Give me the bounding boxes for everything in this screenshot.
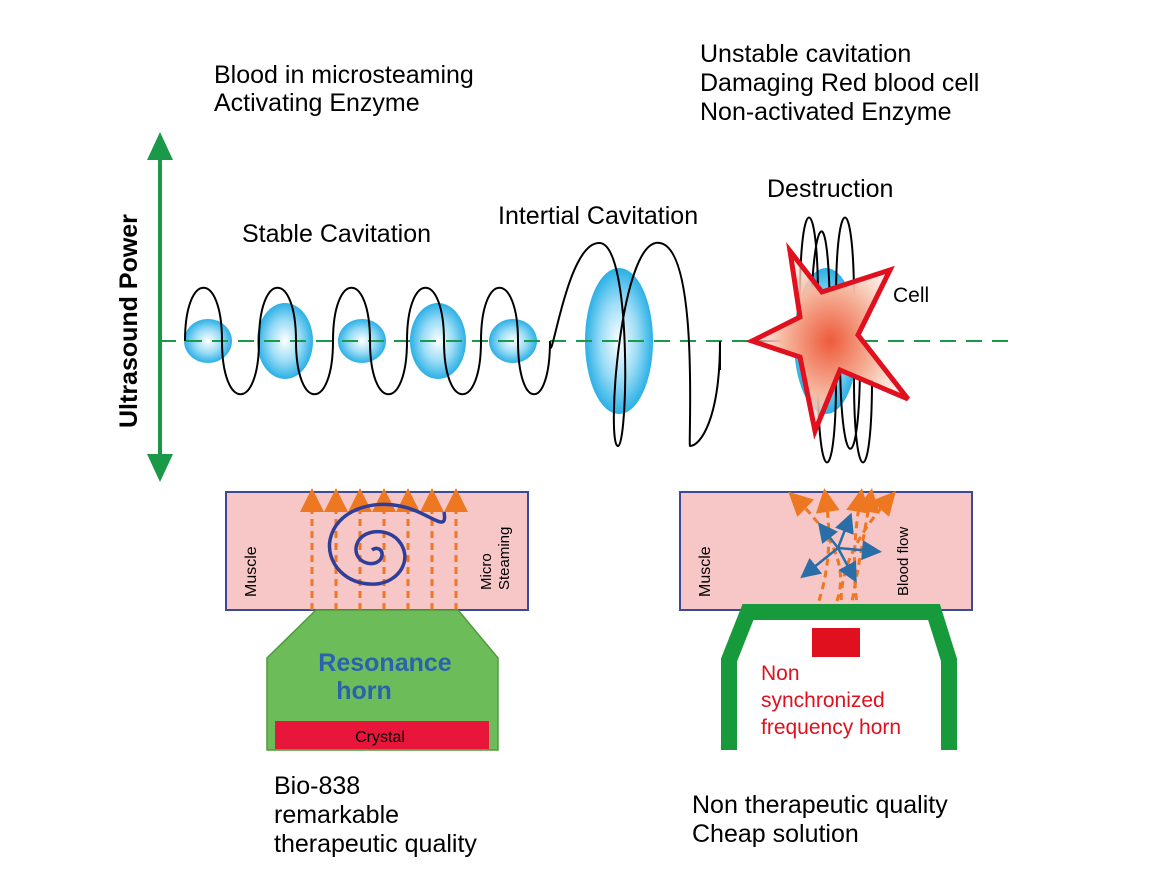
non-sync-crystal: [812, 628, 860, 657]
stage-destruction-label: Destruction: [767, 175, 893, 203]
bubble-large: [410, 303, 466, 379]
crystal-block: [275, 721, 489, 749]
cavitation-wave: [184, 241, 721, 448]
bio-line2: remarkable: [274, 801, 399, 829]
cheap-line1: Non therapeutic quality: [692, 791, 948, 819]
non-sync-horn-left: [721, 604, 934, 750]
bubble-small: [338, 319, 386, 363]
horn-label-line2: horn: [336, 677, 392, 705]
cheap-line2: Cheap solution: [692, 820, 859, 848]
microstreaming-spiral: [327, 502, 447, 586]
stage-stable-label: Stable Cavitation: [242, 220, 431, 248]
stable-bubbles: [184, 303, 537, 379]
cell-label: Cell: [893, 284, 929, 307]
stage-inertial-label: Intertial Cavitation: [498, 202, 698, 230]
power-axis: [147, 132, 173, 482]
horn-label-line1: Resonance: [318, 649, 451, 677]
bubble-small: [184, 319, 232, 363]
axis-down-arrow: [147, 454, 173, 482]
blood-flow-arrows: [800, 512, 882, 583]
non-sync-label-line2: synchronized: [761, 689, 885, 712]
axis-label: Ultrasound Power: [115, 214, 143, 428]
left-muscle-label: Muscle: [243, 546, 260, 597]
micro-label-line1: Micro: [478, 553, 495, 590]
right-muscle-box: [679, 491, 973, 611]
right-wave-arrows: [788, 488, 896, 613]
top-left-line1: Blood in microsteaming: [214, 61, 474, 89]
left-muscle-box: [225, 491, 529, 611]
bio-line1: Bio-838: [274, 772, 360, 800]
blood-flow-label: Blood flow: [895, 527, 912, 596]
cell-burst-star: [745, 241, 910, 440]
non-sync-label-line1: Non: [761, 662, 800, 685]
bubble-large: [257, 303, 313, 379]
crystal-label: Crystal: [355, 729, 405, 746]
top-right-line2: Damaging Red blood cell: [700, 69, 979, 97]
bio-line3: therapeutic quality: [274, 830, 477, 858]
top-right-line1: Unstable cavitation: [700, 40, 911, 68]
non-sync-label-line3: frequency horn: [761, 716, 901, 739]
resonance-horn: [266, 609, 499, 751]
top-left-line2: Activating Enzyme: [214, 89, 420, 117]
right-muscle-label: Muscle: [697, 546, 714, 597]
axis-up-arrow: [147, 132, 173, 160]
top-right-line3: Non-activated Enzyme: [700, 98, 952, 126]
micro-label-line2: Steaming: [496, 527, 513, 590]
